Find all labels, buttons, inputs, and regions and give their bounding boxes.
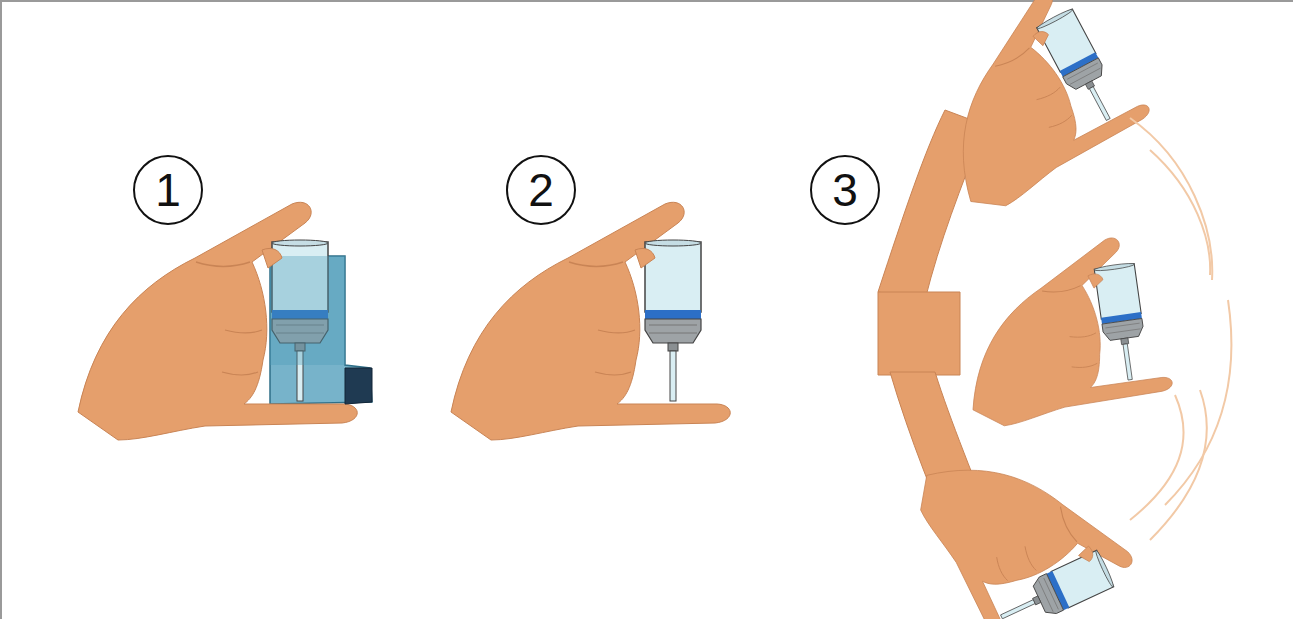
- motion-lines: [1130, 118, 1231, 540]
- step-one-hand-with-inhaler: [78, 202, 372, 440]
- circle-shape: [811, 156, 879, 224]
- step-number-circle: 2: [506, 155, 576, 225]
- step-two-hand-with-canister: [451, 202, 730, 440]
- step-number-circle: 1: [133, 155, 203, 225]
- step-number: 1: [155, 167, 181, 213]
- step-number: 2: [528, 167, 554, 213]
- circle-shape: [134, 156, 202, 224]
- circle-shape: [507, 156, 575, 224]
- step-number: 3: [832, 167, 858, 213]
- step-three-shaking-canister: [878, 0, 1231, 619]
- step-number-circle: 3: [810, 155, 880, 225]
